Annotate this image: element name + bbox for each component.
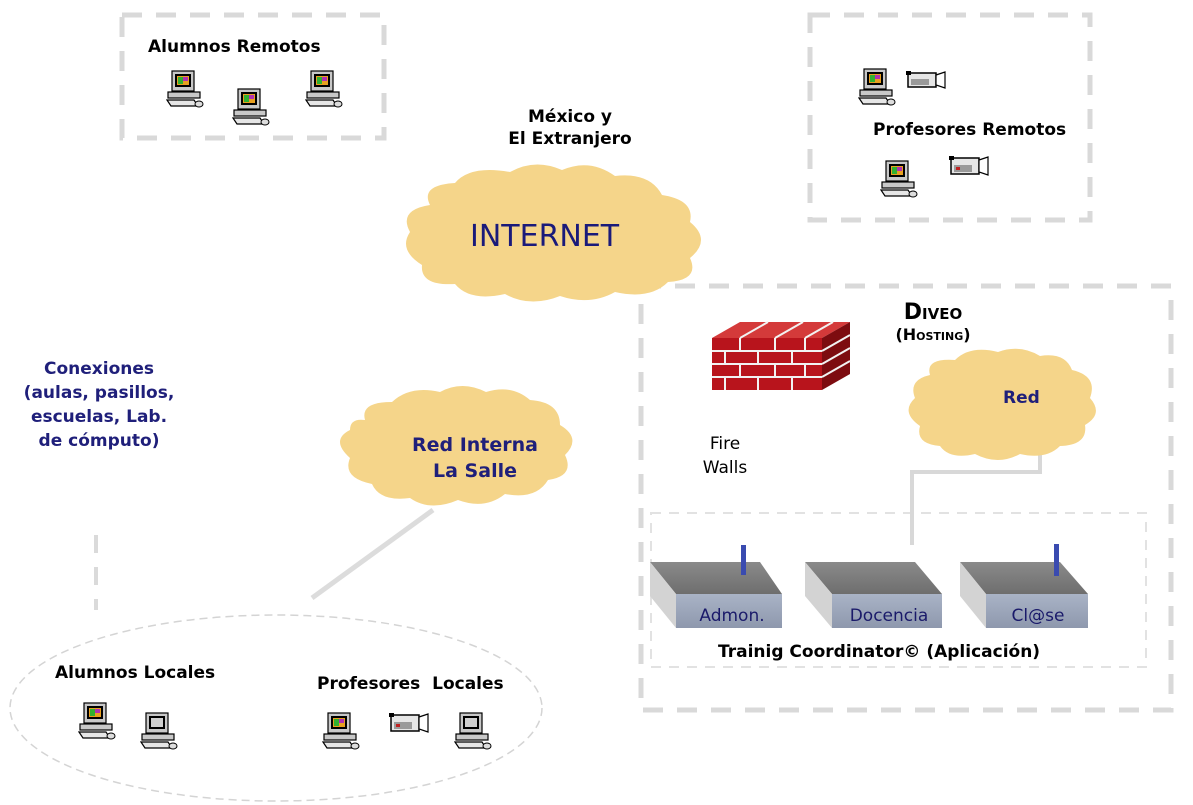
computer-icon: [454, 712, 492, 750]
server-admon-icon: [650, 545, 782, 628]
firewall-label: Fire Walls: [690, 432, 760, 480]
hosting-label: Diveo (Hosting): [866, 300, 1000, 344]
server-clase-icon: [960, 544, 1088, 628]
red-cloud-label: Red: [1003, 388, 1040, 408]
computer-icon: [78, 702, 116, 740]
red-server-link: [910, 450, 1042, 545]
video-camera-icon: [949, 156, 989, 176]
computer-icon: [858, 68, 896, 106]
red-interna-label: Red Interna La Salle: [400, 432, 550, 484]
hosting-subtitle: (Hosting): [895, 325, 971, 344]
application-label: Trainig Coordinator© (Aplicación): [718, 642, 1041, 662]
red-interna-link: [310, 507, 435, 601]
computer-icon: [140, 712, 178, 750]
computer-icon: [232, 88, 270, 126]
red-interna-cloud: [340, 386, 573, 506]
profesores-remotos-box: [807, 12, 1093, 223]
red-interna-line-1: Red Interna: [411, 434, 538, 456]
red-cloud: [908, 348, 1096, 460]
alumnos-remotos-box: [119, 12, 387, 141]
server-docencia-icon: [805, 562, 942, 628]
firewall-line-1: Fire: [709, 434, 741, 454]
server-clase-label: Cl@se: [1011, 606, 1065, 626]
firewall-line-2: Walls: [702, 458, 748, 478]
conexiones-line-2: (aulas, pasillos,: [23, 383, 175, 403]
local-users-ellipse: [9, 614, 543, 802]
location-label: México y El Extranjero: [490, 106, 650, 150]
conexiones-line-4: de cómputo): [38, 431, 160, 451]
hosting-title: Diveo: [903, 300, 963, 325]
location-line-1: México y: [528, 107, 612, 127]
internet-cloud-label: INTERNET: [470, 219, 620, 254]
conexiones-line-1: Conexiones: [43, 359, 154, 379]
video-camera-icon: [906, 71, 946, 89]
profesores-locales-label: Profesores Locales: [317, 674, 504, 694]
location-line-2: El Extranjero: [508, 129, 632, 149]
alumnos-remotos-label: Alumnos Remotos: [148, 37, 321, 57]
video-camera-icon: [389, 713, 429, 733]
server-docencia-label: Docencia: [849, 606, 929, 626]
server-admon-label: Admon.: [699, 606, 765, 626]
computer-icon: [166, 70, 204, 108]
computer-icon: [880, 160, 918, 198]
alumnos-locales-label: Alumnos Locales: [55, 663, 216, 683]
firewall-icon: [712, 321, 851, 390]
internet-cloud: [406, 164, 701, 302]
computer-icon: [322, 712, 360, 750]
profesores-remotos-label: Profesores Remotos: [873, 120, 1067, 140]
computer-icon: [305, 70, 343, 108]
red-interna-line-2: La Salle: [433, 460, 517, 482]
conexiones-label: Conexiones (aulas, pasillos, escuelas, L…: [0, 357, 198, 453]
conexiones-line-3: escuelas, Lab.: [30, 407, 168, 427]
